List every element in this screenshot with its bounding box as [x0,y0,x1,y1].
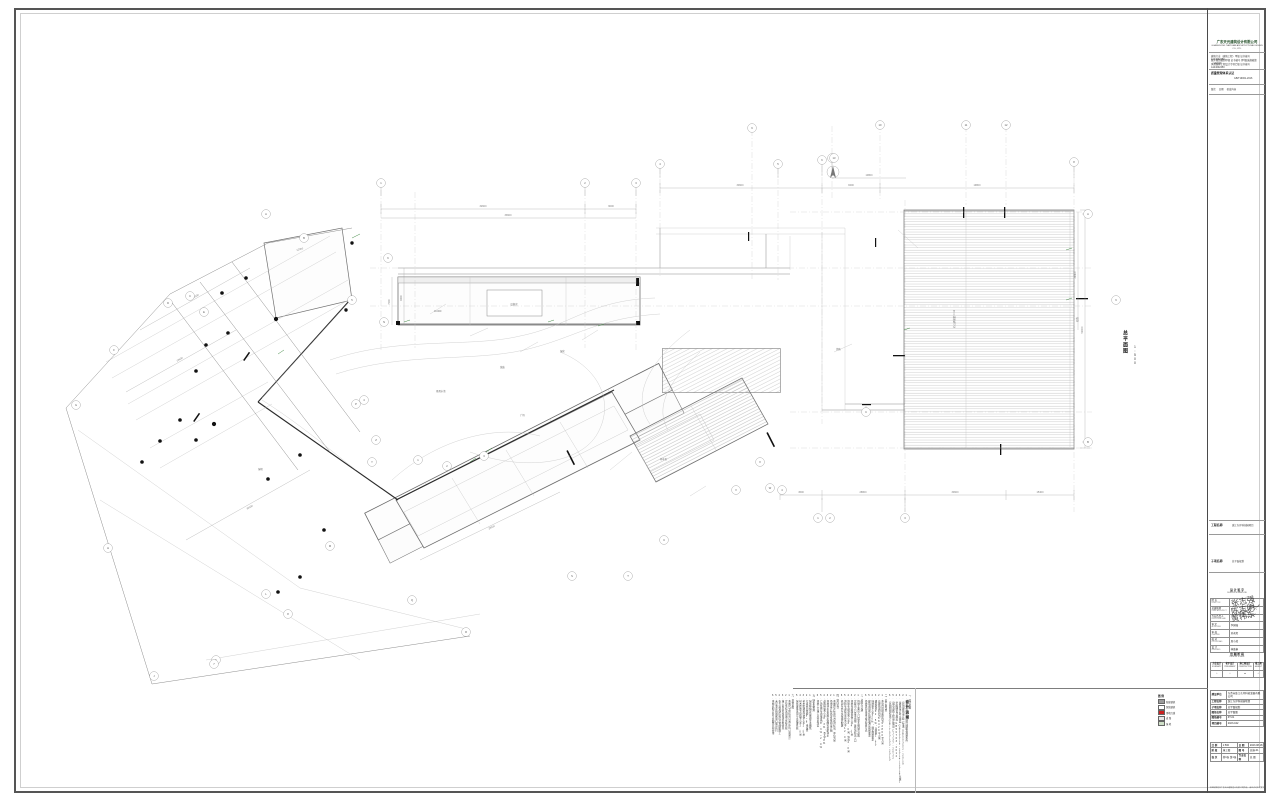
stage-checkbox[interactable]: ○ [1252,669,1265,678]
notes-divider [915,688,916,793]
project-label: 工程名称 [1211,523,1223,527]
quality-value: GB/T19001-2016 [1234,76,1253,80]
project-value: 珠江东岸科创园项目 [1232,524,1254,527]
notes-column: 四、竖向设计 1.本图所注标高均为绝对标高，单位为米 2.场地设计标高详见竖向设… [815,694,839,750]
legend-swatch [1158,710,1165,716]
meta-row: 阶 段施工图图 号总施-01 [1209,747,1264,754]
notes-column: 三、道路与交通 1.场地主要出入口设于东侧城市道路 2.次要出入口设于南侧，兼作… [840,694,863,753]
sheet-outer-border [14,8,1266,793]
legend-label: 新建建筑 [1166,701,1176,704]
legend-item: 保留建筑 [1158,704,1204,710]
stage-checkbox[interactable]: ● [1236,669,1254,678]
meta-key: 专业名称 [1237,752,1250,763]
approval-title: 设 计 签 字 DESIGN SIGNATURE [1227,588,1247,594]
notes-top-rule [793,688,1208,689]
cert-line-2: 城乡规划编制甲级 证书编号 [甲级]城规编第（142014） [1211,59,1257,66]
legend-item: 绿 地 [1158,721,1204,727]
subproject-label: 子项名称 [1211,559,1223,563]
plan-title: 总平面图 [1122,330,1128,354]
approval-name: 林嘉豪 [1229,644,1264,654]
approval-name: 周小燕 [1229,636,1264,646]
meta-value: 共1张 第1张 [1221,752,1239,763]
design-notes: 一、设计依据 1.建设单位提供的用地红线图及规划条件 2.《民用建筑设计统一标准… [771,694,911,792]
info-value: 2023-042 [1226,720,1264,727]
notes-column: 五、绿化及景观 1.绿化种植详见景观专业图纸 2.行道树间距按6~8米设置 3.… [795,694,815,736]
meta-row: 张 次共1张 第1张专业名称总 图 [1209,752,1264,763]
cert-line-3: 风景园林工程设计专项乙级 证书编号 A144002450 [1211,63,1250,70]
meta-key: 图 号 [1237,747,1250,754]
bottom-info-table: 建设单位东莞市珠江东岸科创发展有限公司工程名称珠江东岸科创园项目子项名称总平面规… [1209,690,1264,727]
revision-col-date: 日期 [1218,88,1224,91]
info-value: 东莞市珠江东岸科创发展有限公司 [1226,690,1264,700]
legend-swatch [1158,699,1165,704]
stage-checkbox[interactable]: ○ [1222,669,1238,678]
legend-item: 道 路 [1158,715,1204,721]
revision-col-rev: 版次 [1211,88,1216,91]
stage-checkbox[interactable]: ○ [1209,669,1224,678]
meta-value: 总施-01 [1248,747,1264,754]
company-name-en: GUANGDONG TIANYUAN ARCHITECTURAL DESIGN … [1211,45,1263,50]
meta-key: 阶 段 [1209,747,1223,754]
titleblock-footer-note: 本图纸版权归广东天元建筑设计有限公司所有，未经许可不得复制 [1209,787,1265,789]
meta-value: 总 图 [1248,752,1264,763]
company-name-cn: 广东天元建筑设计有限公司 [1216,40,1258,44]
legend-swatch [1158,704,1165,710]
notes-column: 一、设计依据 1.建设单位提供的用地红线图及规划条件 2.《民用建筑设计统一标准… [888,694,911,784]
revision-header: 版次 日期 修改内容 [1211,88,1263,91]
cert-line-1: 建筑行业（建筑工程）甲级 证书编号 A144002450 [1211,55,1250,62]
signature-stamp-icon [1238,604,1260,620]
approval-name: 刘永辉 [1229,629,1264,638]
legend-swatch [1158,721,1165,727]
notes-column: 六、其他说明 1.本图尺寸除标高以米计外均以毫米计 2.定位坐标采用城市坐标系统… [771,694,794,740]
title-block [1207,8,1266,793]
legend-item: 新建建筑 [1158,699,1204,704]
revision-col-desc: 修改内容 [1226,88,1237,91]
quality-label: 质量管理体系认证 [1211,71,1235,75]
info-key: 建设单位 [1209,690,1228,700]
legend: 图 例 新建建筑保留建筑用地红线道 路绿 地 [1158,694,1204,754]
notes-title: 设 计 说 明 [905,700,909,720]
legend-item: 用地红线 [1158,710,1204,716]
meta-key: 张 次 [1209,752,1223,763]
notes-column: 二、总平面布置 1.本项目用地面积约为42860平方米 2.总建筑面积约为684… [864,694,887,747]
info-key: 项目编号 [1209,720,1228,727]
legend-label: 道 路 [1166,718,1172,721]
stage-check-row: ○○●○ [1209,669,1265,678]
legend-swatch [1158,715,1165,721]
legend-label: 用地红线 [1166,712,1176,715]
plan-scale: 1:500 [1133,345,1137,365]
legend-label: 保留建筑 [1166,707,1176,710]
info-row: 建设单位东莞市珠江东岸科创发展有限公司 [1209,690,1264,700]
legend-title: 图 例 [1158,695,1164,698]
legend-label: 绿 地 [1166,723,1172,726]
subproject-value: 总平面规划 [1232,560,1244,563]
sheet-inner-border [20,13,1260,788]
stage-title: 出 图 阶 段 DESIGN STAGE [1229,652,1245,658]
